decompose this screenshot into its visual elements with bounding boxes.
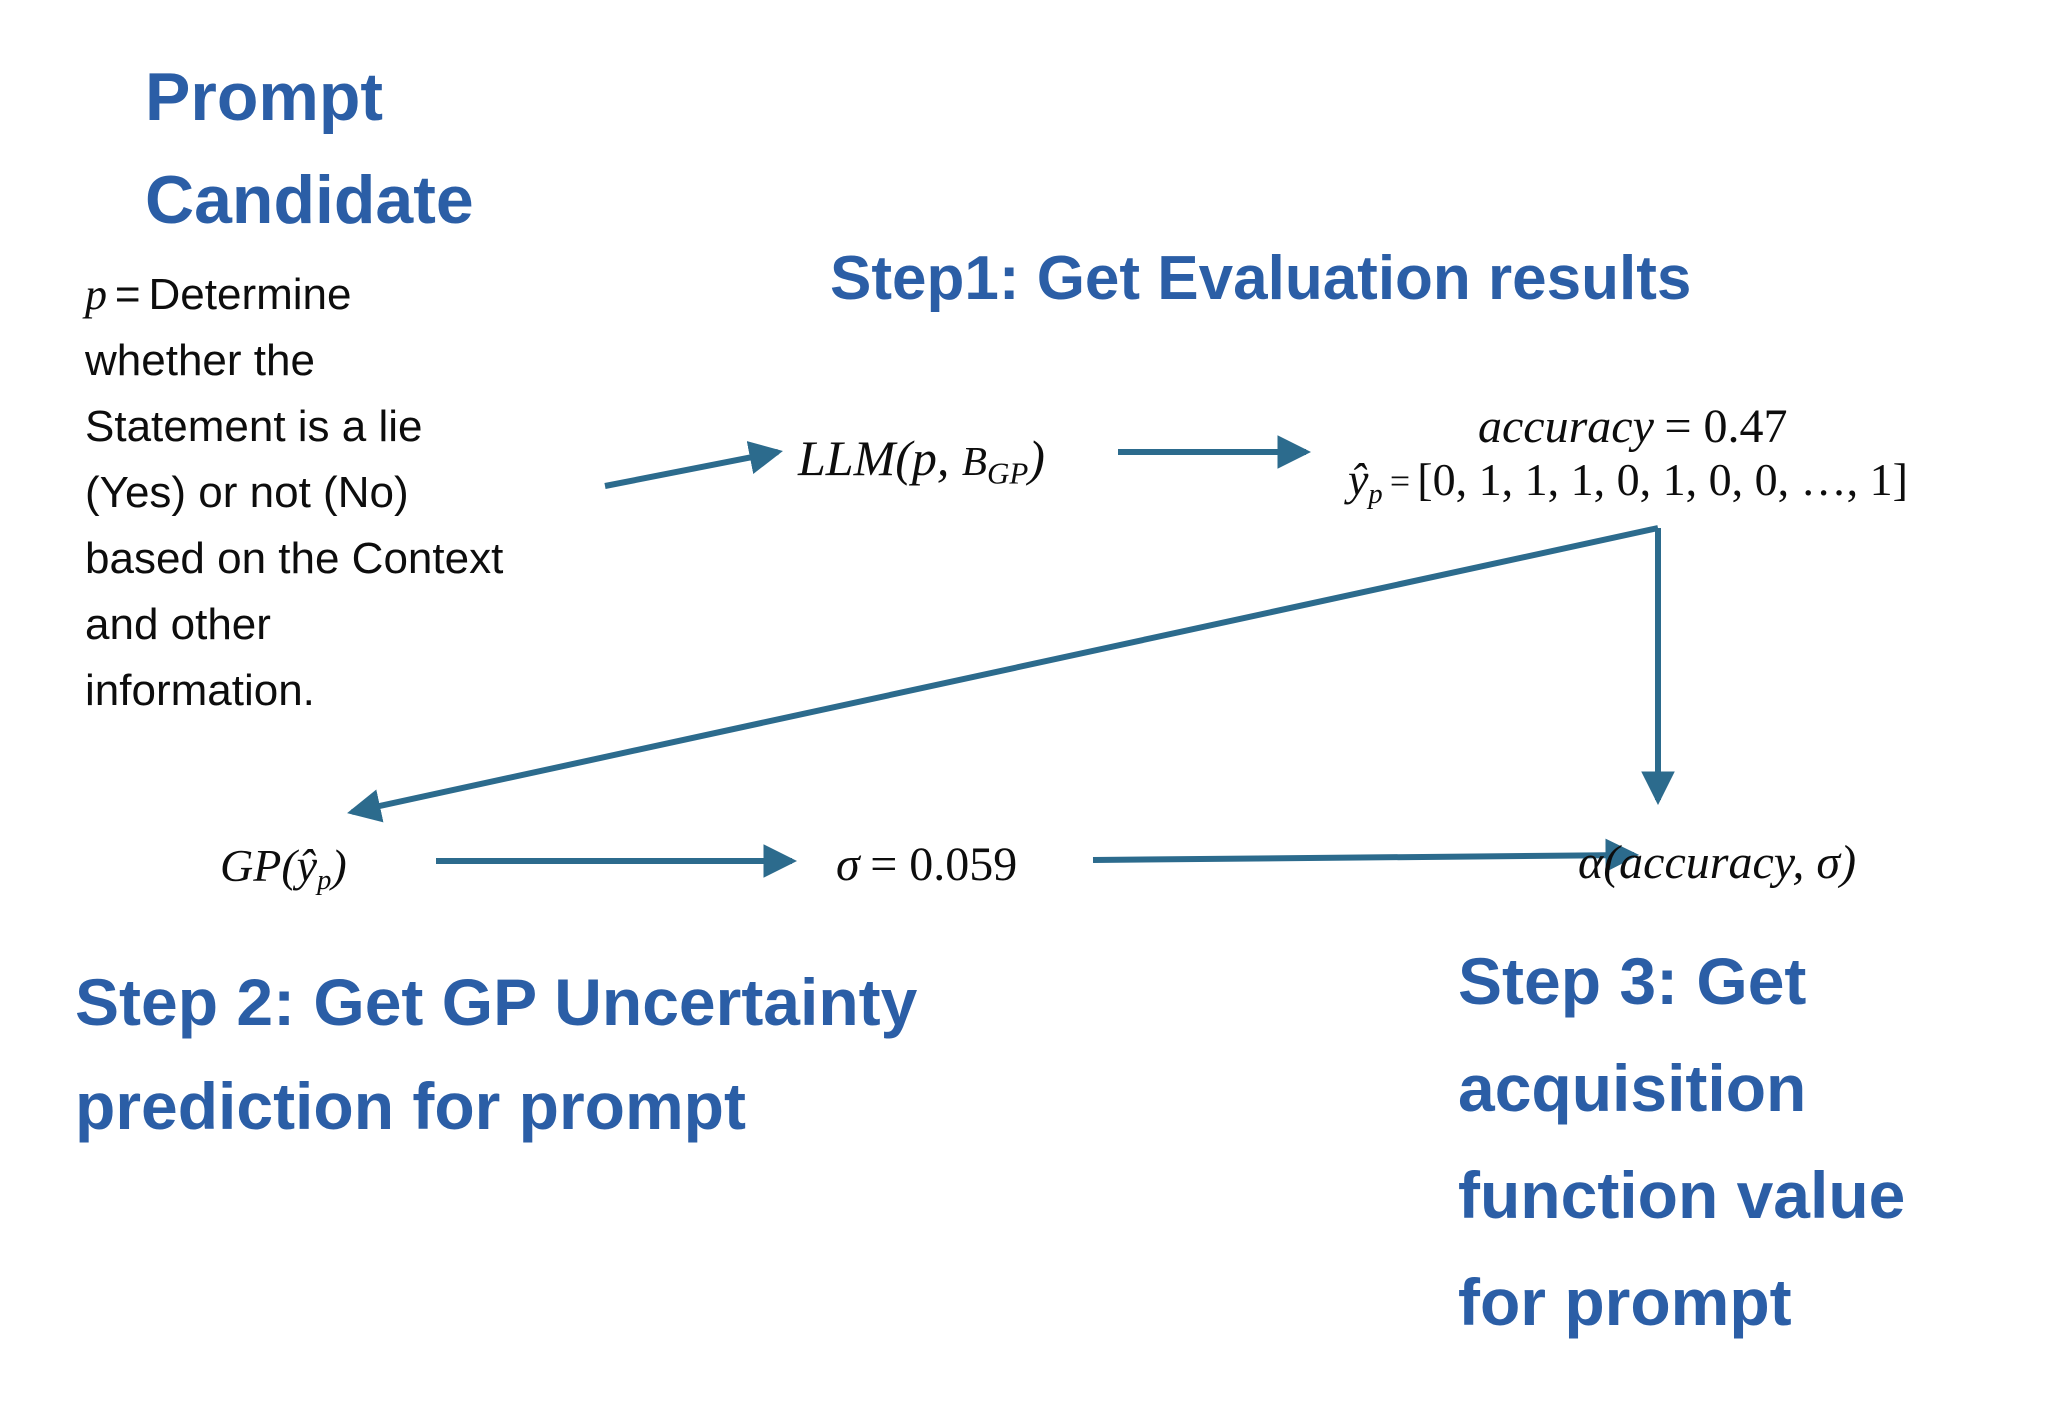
prompt-line: based on the Context bbox=[85, 534, 504, 583]
sigma-result: σ= 0.059 bbox=[836, 836, 1017, 894]
prompt-candidate-title: Prompt Candidate bbox=[145, 46, 474, 252]
llm-batch-subscript: GP bbox=[986, 455, 1029, 491]
alpha-node: α(accuracy, σ) bbox=[1578, 836, 1857, 889]
prompt-line: whether the bbox=[85, 336, 315, 385]
prompt-line-text: Determine bbox=[148, 270, 352, 319]
gp-close-paren: ) bbox=[331, 840, 347, 891]
step1-heading: Step1: Get Evaluation results bbox=[830, 244, 1692, 313]
step3-heading: Step 3: Get acquisition function value f… bbox=[1458, 928, 1905, 1356]
accuracy-value: = 0.47 bbox=[1664, 400, 1788, 453]
yhat-vector-value: [0, 1, 1, 1, 0, 1, 0, 0, …, 1] bbox=[1417, 454, 1908, 505]
prompt-candidate-text: p=Determine whether the Statement is a l… bbox=[85, 262, 625, 724]
gp-node: GP(ŷp) bbox=[220, 838, 347, 896]
equals-sign: = bbox=[114, 270, 141, 319]
step3-line-1: Step 3: Get bbox=[1458, 944, 1807, 1018]
arrow-sigma-to-alpha bbox=[1092, 838, 1640, 873]
accuracy-result: accuracy= 0.47 bbox=[1478, 398, 1788, 456]
gp-subscript: p bbox=[317, 864, 332, 896]
prompt-line: and other bbox=[85, 600, 271, 649]
step3-line-3: function value bbox=[1458, 1158, 1906, 1232]
arrow-prompt-to-llm bbox=[604, 441, 783, 489]
step2-line-1: Step 2: Get GP Uncertainty bbox=[75, 965, 918, 1039]
prompt-line: Statement is a lie bbox=[85, 402, 423, 451]
yhat-subscript: p bbox=[1368, 478, 1383, 510]
llm-batch-arg: B bbox=[961, 438, 987, 484]
gp-formula: GP(ŷ bbox=[220, 840, 318, 891]
prompt-line: p=Determine bbox=[85, 262, 625, 328]
title-line-2: Candidate bbox=[145, 162, 474, 238]
yhat-equals: = bbox=[1389, 460, 1411, 501]
step2-line-2: prediction for prompt bbox=[75, 1069, 746, 1143]
prompt-line: (Yes) or not (No) bbox=[85, 468, 409, 517]
llm-close-paren: ) bbox=[1028, 430, 1045, 486]
step2-heading: Step 2: Get GP Uncertainty prediction fo… bbox=[75, 950, 917, 1158]
title-line-1: Prompt bbox=[145, 59, 383, 135]
sigma-var: σ bbox=[836, 838, 860, 891]
step3-line-4: for prompt bbox=[1458, 1265, 1792, 1339]
arrow-results-to-gp bbox=[347, 525, 1659, 823]
llm-node: LLM(p, BGP) bbox=[798, 428, 1045, 491]
prompt-line: information. bbox=[85, 666, 315, 715]
sigma-value: = 0.059 bbox=[870, 838, 1018, 891]
accuracy-var: accuracy bbox=[1478, 400, 1654, 453]
step3-line-2: acquisition bbox=[1458, 1051, 1807, 1125]
yhat-result: ŷp=[0, 1, 1, 1, 0, 1, 0, 0, …, 1] bbox=[1348, 452, 1908, 510]
yhat-var: ŷ bbox=[1348, 454, 1369, 505]
math-var-p: p bbox=[85, 270, 107, 319]
llm-formula: LLM(p, bbox=[798, 430, 950, 486]
